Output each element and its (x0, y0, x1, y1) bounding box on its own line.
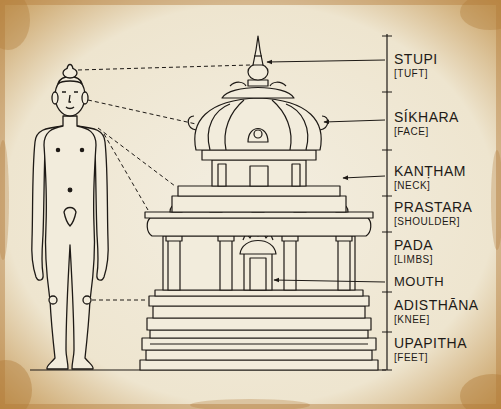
part-name: ADISTHĀNA (394, 298, 479, 313)
temple-elevation (212, 160, 306, 186)
dashed-leader (104, 134, 148, 210)
body-part: [TUFT] (394, 68, 428, 79)
temple-elevation (248, 129, 268, 143)
part-name: SÍKHARA (394, 110, 459, 125)
parchment (0, 360, 32, 409)
temple-elevation (195, 98, 321, 150)
part-name: STUPI (394, 52, 438, 67)
temple-elevation (142, 338, 376, 350)
temple-elevation (30, 36, 386, 370)
temple-elevation (218, 164, 226, 186)
human-figure (68, 188, 72, 192)
human-figure (80, 148, 83, 151)
body-part: [FEET] (394, 352, 428, 363)
temple-elevation (166, 236, 182, 241)
temple-elevation (172, 196, 346, 212)
temple-elevation (155, 290, 363, 296)
temple-elevation (147, 318, 371, 330)
body-part: [SHOULDER] (394, 216, 460, 227)
human-figure (49, 296, 57, 304)
temple-elevation (168, 240, 180, 290)
human-figure (82, 92, 88, 104)
temple-elevation (163, 236, 355, 290)
temple-elevation (250, 166, 268, 186)
temple-elevation (250, 258, 266, 290)
part-name: UPAPITHA (394, 336, 467, 351)
temple-elevation (254, 130, 262, 138)
temple-elevation (244, 252, 272, 290)
pointer-arrow (324, 120, 385, 122)
temple-elevation (146, 350, 372, 360)
temple-elevation (150, 343, 368, 344)
dashed-leader (92, 300, 148, 301)
temple-elevation (208, 100, 308, 150)
human-figure (83, 296, 91, 304)
body-part: [FACE] (394, 126, 429, 137)
body-part: [LIMBS] (394, 254, 433, 265)
human-figure (69, 95, 71, 102)
part-name: MOUTH (394, 275, 444, 289)
temple-elevation (147, 218, 371, 236)
temple-elevation (178, 186, 340, 196)
temple-elevation (292, 164, 300, 186)
part-name: KANṬHAM (394, 164, 466, 179)
part-name: PRASTARA (394, 200, 472, 215)
temple-elevation (222, 88, 294, 99)
pointer-arrow (267, 60, 385, 282)
human-figure (64, 208, 76, 227)
temple-elevation (145, 212, 373, 218)
human-figure (67, 65, 73, 70)
temple-elevation (140, 360, 378, 370)
temple-elevation (150, 330, 368, 338)
temple-elevation (153, 306, 365, 318)
human-figure (66, 107, 74, 109)
body-part: [KNEE] (394, 314, 430, 325)
height-scale (382, 34, 392, 370)
pointer-arrow (267, 60, 385, 62)
temple-elevation (202, 150, 316, 160)
height-scale (386, 34, 387, 370)
temple-elevation (336, 236, 352, 241)
dashed-leader (88, 100, 196, 124)
temple-elevation (248, 80, 268, 86)
parchment (460, 0, 501, 30)
temple-elevation (149, 296, 369, 306)
human-figure (52, 92, 58, 104)
parchment (460, 374, 501, 409)
temple-elevation (254, 55, 262, 56)
parchment (0, 0, 30, 50)
temple-elevation (218, 236, 234, 241)
temple-elevation (320, 116, 328, 130)
temple-elevation (248, 64, 268, 80)
temple-elevation (240, 241, 276, 255)
human-figure (55, 76, 85, 116)
human-figure (32, 65, 109, 370)
part-name: PADA (394, 238, 433, 253)
human-figure (44, 116, 96, 369)
human-figure (62, 91, 78, 92)
human-figure (63, 68, 77, 78)
pointer-arrow (343, 176, 385, 178)
temple-elevation (282, 236, 298, 241)
temple-elevation (220, 240, 232, 290)
dashed-leader (78, 65, 250, 70)
body-part: [NECK] (394, 180, 430, 191)
pointer-arrow (274, 280, 385, 282)
parchment (190, 399, 310, 409)
dashed-leader (98, 128, 175, 186)
human-figure (56, 148, 59, 151)
temple-elevation (253, 36, 263, 65)
parchment (491, 150, 501, 250)
height-scale (382, 36, 392, 370)
temple-elevation (188, 116, 196, 130)
temple-elevation (338, 240, 350, 290)
parchment (0, 140, 9, 260)
temple-elevation (284, 240, 296, 290)
